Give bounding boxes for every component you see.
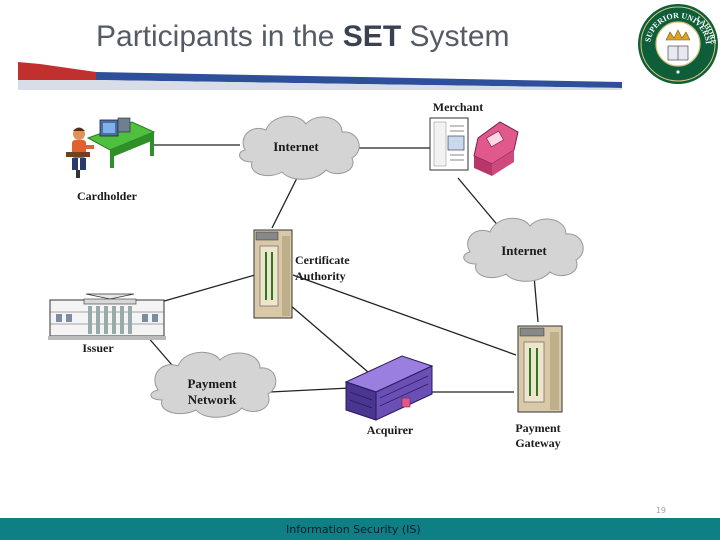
title-part1: Participants in the <box>96 20 343 53</box>
header-stripe <box>18 62 622 90</box>
cardholder-label: Cardholder <box>77 189 138 203</box>
cloud-internet-top: Internet <box>239 115 360 180</box>
merchant-icon <box>429 117 519 176</box>
cardholder-icon <box>66 117 156 178</box>
payment-network-label-1: Payment <box>187 376 237 391</box>
certificate-authority-server-icon <box>253 229 293 319</box>
ca-label-1: Certificate <box>295 253 350 267</box>
acquirer-building-icon <box>344 355 434 421</box>
merchant-label: Merchant <box>433 100 483 114</box>
issuer-bank-icon <box>48 293 166 340</box>
footer-bar: Information Security (IS) <box>0 518 720 540</box>
title-part2: System <box>401 20 510 53</box>
payment-network-label-2: Network <box>188 392 237 407</box>
footer-text: Information Security (IS) <box>286 523 421 536</box>
line-internet-ca <box>271 175 299 229</box>
internet-top-label: Internet <box>273 139 319 154</box>
line-ca-gateway <box>292 274 517 356</box>
gateway-label-2: Gateway <box>515 436 560 450</box>
line-merchant-internet2 <box>457 177 501 229</box>
payment-gateway-server-icon <box>517 325 563 413</box>
line-ca-acquirer <box>289 304 369 373</box>
internet-right-label: Internet <box>501 243 547 258</box>
issuer-label: Issuer <box>82 341 114 355</box>
gateway-label-1: Payment <box>515 421 560 435</box>
title-set: SET <box>342 20 402 53</box>
cloud-internet-right: Internet <box>463 217 584 282</box>
slide-title: Participants in the SET System <box>96 20 636 54</box>
line-internet2-gateway <box>533 275 539 323</box>
cloud-payment-network: Payment Network <box>150 351 277 418</box>
line-paynet-acquirer <box>269 387 351 393</box>
acquirer-label: Acquirer <box>367 423 414 437</box>
page-number: 19 <box>655 506 666 515</box>
university-seal-logo: SUPERIOR UNIVERSITY LAHORE <box>636 2 718 84</box>
ca-label-2: Authority <box>295 269 346 283</box>
